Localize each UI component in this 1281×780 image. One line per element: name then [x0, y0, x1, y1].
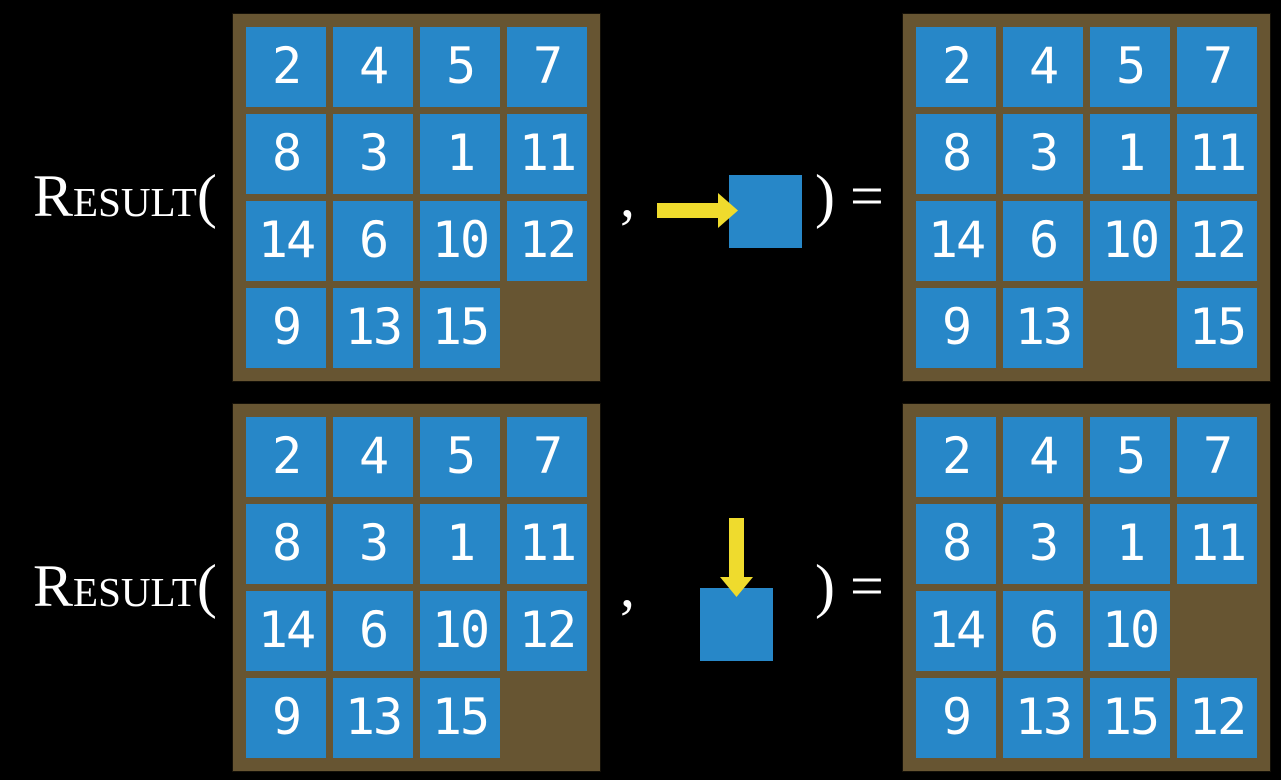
comma-separator: , — [620, 553, 635, 619]
puzzle-tile: 11 — [1177, 114, 1257, 194]
puzzle-tile: 15 — [420, 288, 500, 368]
puzzle-tile: 8 — [916, 504, 996, 584]
puzzle-tile: 11 — [507, 114, 587, 194]
puzzle-tile: 15 — [1090, 678, 1170, 758]
comma-separator: , — [620, 163, 635, 229]
result-function-label: RESULT( — [33, 163, 217, 230]
result-function-label: RESULT( — [33, 553, 217, 620]
empty-cell — [1177, 591, 1257, 671]
puzzle-tile: 10 — [420, 201, 500, 281]
puzzle-tile: 4 — [1003, 27, 1083, 107]
empty-cell — [1090, 288, 1170, 368]
puzzle-tile: 9 — [246, 678, 326, 758]
empty-cell — [507, 678, 587, 758]
puzzle-tile: 3 — [333, 114, 413, 194]
puzzle-tile: 12 — [507, 591, 587, 671]
puzzle-tile: 1 — [420, 114, 500, 194]
puzzle-tile: 3 — [1003, 114, 1083, 194]
puzzle-tile: 6 — [333, 591, 413, 671]
puzzle-tile: 2 — [246, 417, 326, 497]
puzzle-tile: 7 — [1177, 417, 1257, 497]
puzzle-tile: 13 — [333, 288, 413, 368]
function-name-rest: ESULT — [73, 179, 197, 225]
function-name-initial: R — [33, 163, 74, 229]
puzzle-tile: 13 — [333, 678, 413, 758]
puzzle-tile: 4 — [333, 27, 413, 107]
blank-tile-square — [729, 175, 802, 248]
blank-tile-square — [700, 588, 773, 661]
puzzle-tile: 10 — [420, 591, 500, 671]
puzzle-tile: 6 — [1003, 591, 1083, 671]
puzzle-tile: 14 — [246, 591, 326, 671]
puzzle-tile: 11 — [507, 504, 587, 584]
puzzle-tile: 1 — [1090, 504, 1170, 584]
puzzle-tile: 9 — [916, 288, 996, 368]
puzzle-tile: 12 — [1177, 201, 1257, 281]
puzzle-tile: 8 — [246, 114, 326, 194]
puzzle-tile: 5 — [420, 27, 500, 107]
puzzle-tile: 5 — [1090, 417, 1170, 497]
close-paren-equals: ) = — [815, 163, 884, 229]
puzzle-tile: 14 — [916, 201, 996, 281]
puzzle-tile: 1 — [1090, 114, 1170, 194]
puzzle-tile: 5 — [1090, 27, 1170, 107]
puzzle-tile: 8 — [246, 504, 326, 584]
puzzle-tile: 6 — [1003, 201, 1083, 281]
puzzle-tile: 7 — [507, 27, 587, 107]
arrow-right-icon — [657, 193, 738, 228]
puzzle-tile: 14 — [246, 201, 326, 281]
puzzle-tile: 5 — [420, 417, 500, 497]
puzzle-tile: 3 — [1003, 504, 1083, 584]
puzzle-tile: 15 — [420, 678, 500, 758]
puzzle-tile: 8 — [916, 114, 996, 194]
puzzle-tile: 7 — [507, 417, 587, 497]
arrow-down-icon — [720, 518, 753, 597]
open-paren: ( — [196, 163, 217, 229]
empty-cell — [507, 288, 587, 368]
function-name-initial: R — [33, 553, 74, 619]
puzzle-tile: 15 — [1177, 288, 1257, 368]
puzzle-tile: 13 — [1003, 288, 1083, 368]
puzzle-tile: 1 — [420, 504, 500, 584]
puzzle-tile: 9 — [246, 288, 326, 368]
puzzle-tile: 2 — [246, 27, 326, 107]
close-paren-equals: ) = — [815, 553, 884, 619]
open-paren: ( — [196, 553, 217, 619]
puzzle-tile: 9 — [916, 678, 996, 758]
puzzle-tile: 2 — [916, 417, 996, 497]
puzzle-tile: 12 — [1177, 678, 1257, 758]
puzzle-tile: 2 — [916, 27, 996, 107]
puzzle-tile: 3 — [333, 504, 413, 584]
puzzle-tile: 13 — [1003, 678, 1083, 758]
puzzle-tile: 4 — [1003, 417, 1083, 497]
puzzle-tile: 7 — [1177, 27, 1257, 107]
puzzle-tile: 12 — [507, 201, 587, 281]
puzzle-tile: 4 — [333, 417, 413, 497]
function-name-rest: ESULT — [73, 569, 197, 615]
puzzle-tile: 10 — [1090, 201, 1170, 281]
puzzle-tile: 6 — [333, 201, 413, 281]
puzzle-tile: 10 — [1090, 591, 1170, 671]
puzzle-tile: 11 — [1177, 504, 1257, 584]
puzzle-tile: 14 — [916, 591, 996, 671]
